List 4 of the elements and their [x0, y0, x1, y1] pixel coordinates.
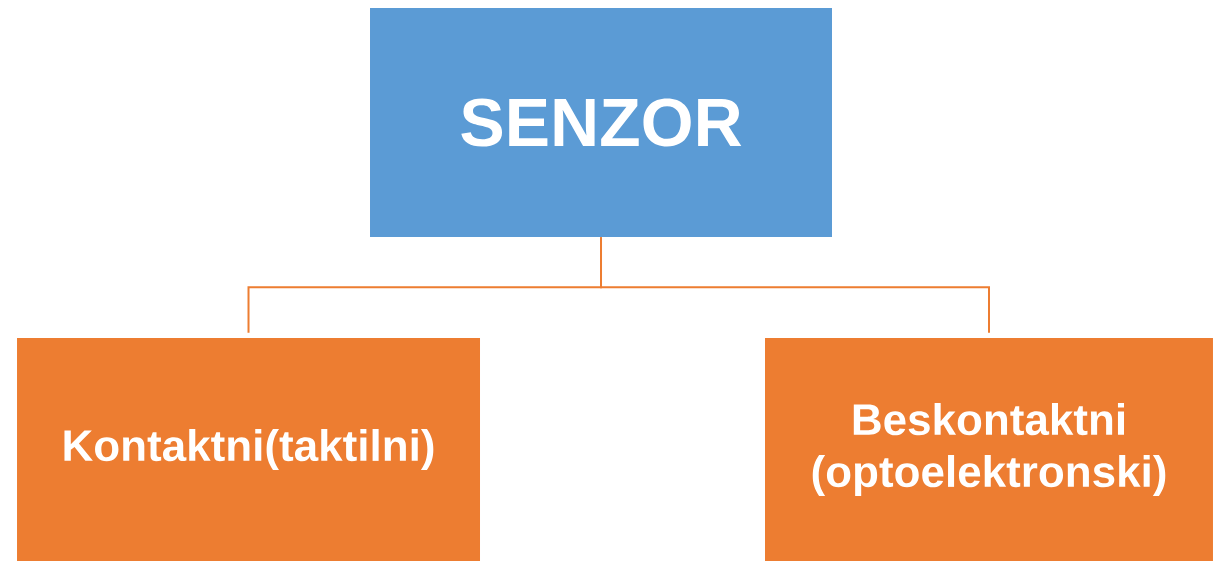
- box: Kontaktni(taktilni): [17, 338, 480, 561]
- connector-line: [600, 236, 990, 334]
- box: Beskontaktni (optoelektronski): [765, 338, 1213, 561]
- box: SENZOR: [370, 8, 832, 237]
